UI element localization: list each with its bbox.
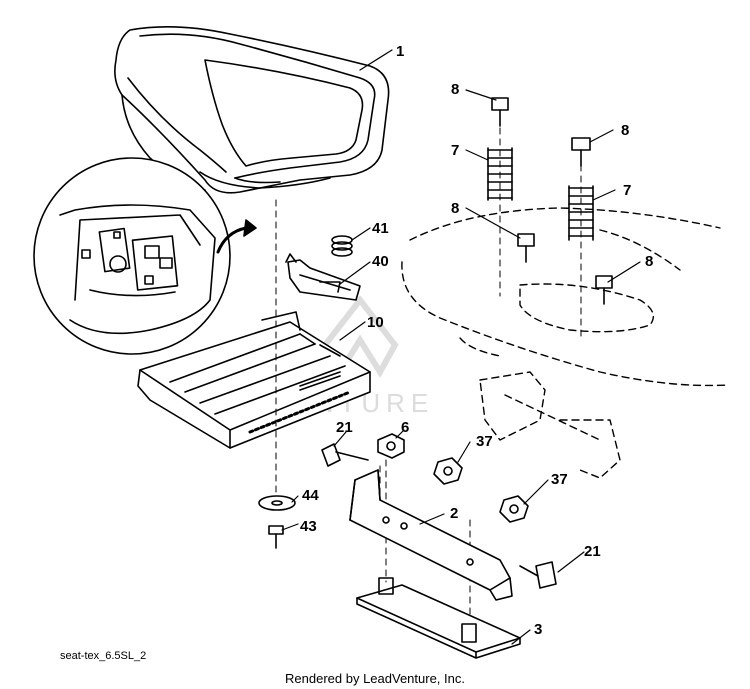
bracket-2 bbox=[349, 469, 513, 601]
nut-6 bbox=[377, 433, 405, 459]
seat bbox=[114, 26, 390, 194]
callout-41: 41 bbox=[372, 220, 389, 237]
callout-1: 1 bbox=[396, 43, 404, 60]
callout-8: 8 bbox=[645, 253, 653, 270]
detail-magnifier bbox=[33, 157, 257, 355]
callout-40: 40 bbox=[372, 253, 389, 270]
spring-7-left bbox=[487, 147, 513, 201]
bolt-43 bbox=[268, 525, 284, 549]
callout-8: 8 bbox=[451, 81, 459, 98]
washer-44 bbox=[258, 495, 296, 511]
callout-43: 43 bbox=[300, 518, 317, 535]
bolt-21-b bbox=[519, 561, 557, 589]
render-credit: Rendered by LeadVenture, Inc. bbox=[285, 671, 465, 686]
callout-21: 21 bbox=[336, 419, 353, 436]
callout-6: 6 bbox=[401, 419, 409, 436]
bolt-21-a bbox=[321, 443, 369, 467]
nut-37-b bbox=[499, 495, 529, 523]
chassis-outline bbox=[401, 207, 729, 479]
callout-44: 44 bbox=[302, 487, 319, 504]
callout-8: 8 bbox=[621, 122, 629, 139]
plate-3 bbox=[356, 577, 521, 659]
drawing-id: seat-tex_6.5SL_2 bbox=[60, 650, 147, 662]
spring-41 bbox=[331, 235, 353, 257]
nut-37-a bbox=[433, 457, 463, 485]
callout-7: 7 bbox=[623, 182, 631, 199]
bolt-8-b bbox=[571, 137, 591, 167]
callout-37: 37 bbox=[476, 433, 493, 450]
callout-10: 10 bbox=[367, 314, 384, 331]
seat-pan-10 bbox=[137, 311, 371, 449]
callout-2: 2 bbox=[450, 505, 458, 522]
latch-40 bbox=[285, 253, 361, 301]
callout-3: 3 bbox=[534, 621, 542, 638]
leader-lines bbox=[281, 49, 641, 645]
spring-7-right bbox=[568, 185, 594, 241]
bolt-8-a bbox=[491, 97, 509, 127]
callout-37: 37 bbox=[551, 471, 568, 488]
bolt-8-c bbox=[517, 233, 535, 263]
callout-21: 21 bbox=[584, 543, 601, 560]
callout-7: 7 bbox=[451, 142, 459, 159]
callout-8: 8 bbox=[451, 200, 459, 217]
part-callouts: 1 8 8 8 8 7 7 41 40 10 21 6 37 37 44 2 4… bbox=[300, 43, 653, 638]
bolt-8-d bbox=[595, 275, 613, 305]
